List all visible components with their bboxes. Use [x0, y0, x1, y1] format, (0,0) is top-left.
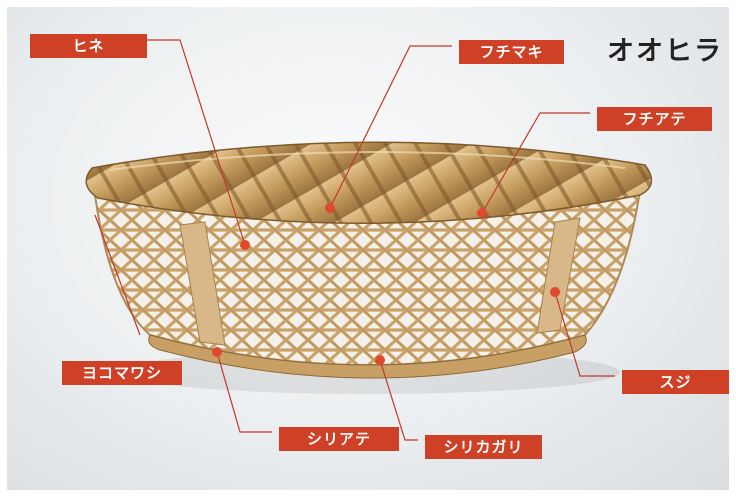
leader-fuchiate	[481, 112, 590, 214]
dot-fuchiate	[477, 208, 487, 218]
label-shiriate: シリアテ	[279, 427, 399, 451]
dot-suji	[550, 287, 560, 297]
label-fuchiate: フチアテ	[597, 107, 712, 131]
label-fuchimaki: フチマキ	[459, 40, 564, 64]
leader-fuchimaki	[329, 45, 452, 209]
label-shirikagari: シリカガリ	[425, 435, 542, 459]
dot-hine	[240, 240, 250, 250]
leader-hine	[140, 39, 246, 246]
label-suji: スジ	[622, 370, 729, 394]
leader-shiriate	[216, 351, 272, 433]
diagram-title: オオヒラ	[607, 36, 723, 67]
dot-shirikagari	[375, 355, 385, 365]
label-yokomawashi: ヨコマワシ	[62, 361, 182, 385]
leader-yokomawashi	[94, 214, 141, 336]
basket-photo: オオヒラ ヒネ フチマキ フチアテ ヨコマワシ スジ シリアテ シリカガリ	[7, 7, 729, 490]
leader-suji	[554, 291, 615, 377]
leader-shirikagari	[379, 359, 418, 441]
label-hine: ヒネ	[30, 34, 147, 58]
basket-illustration	[85, 141, 653, 394]
dot-fuchimaki	[325, 203, 335, 213]
leader-lines	[94, 39, 615, 441]
dot-shiriate	[212, 347, 222, 357]
